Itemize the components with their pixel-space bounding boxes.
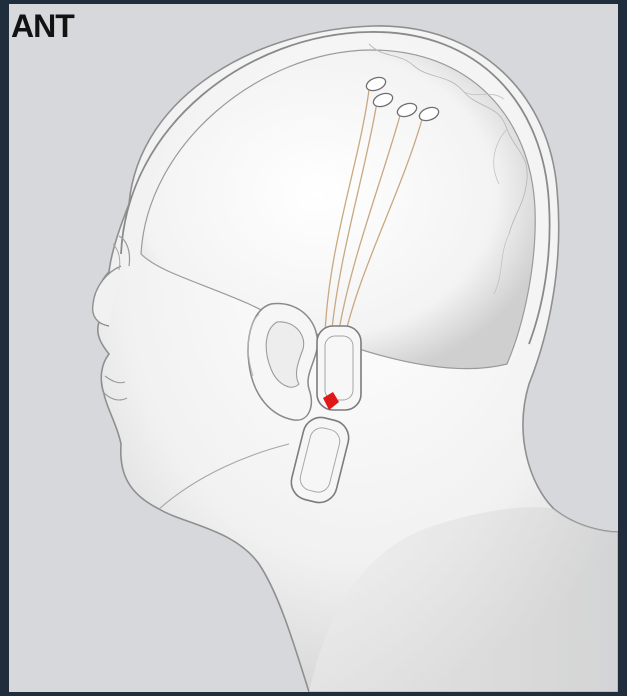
figure-title-fragment: ANT: [11, 10, 74, 42]
implant-module: [317, 326, 361, 410]
implant-illustration: [9, 4, 618, 692]
